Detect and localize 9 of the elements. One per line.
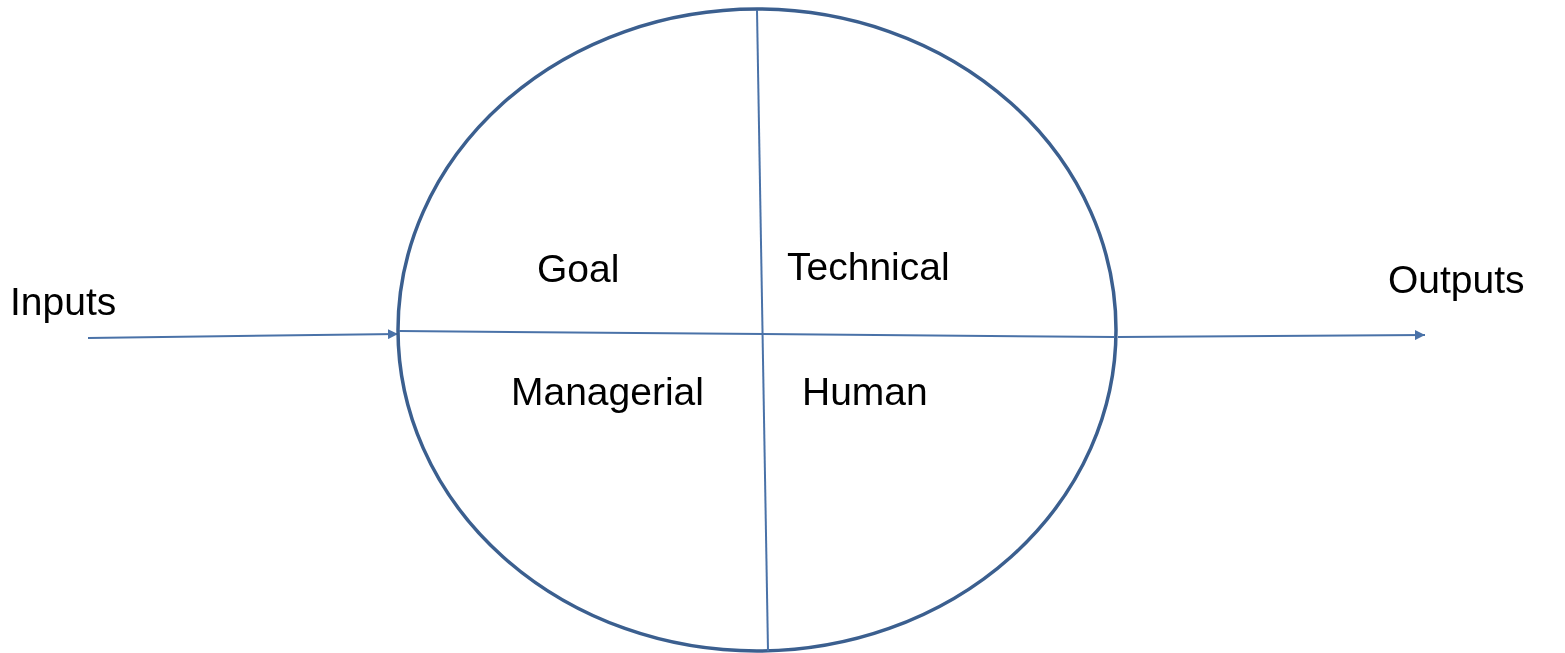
quadrant-label: Human (802, 370, 928, 415)
system-ellipse (396, 7, 1118, 653)
node-label: Inputs (10, 280, 117, 325)
arrow (87, 329, 399, 340)
arrow (1117, 330, 1426, 341)
quadrant-label: Goal (537, 247, 620, 292)
node-label: Outputs (1388, 258, 1525, 303)
quadrant-label: Managerial (511, 370, 704, 415)
quadrant-label: Technical (787, 245, 950, 290)
